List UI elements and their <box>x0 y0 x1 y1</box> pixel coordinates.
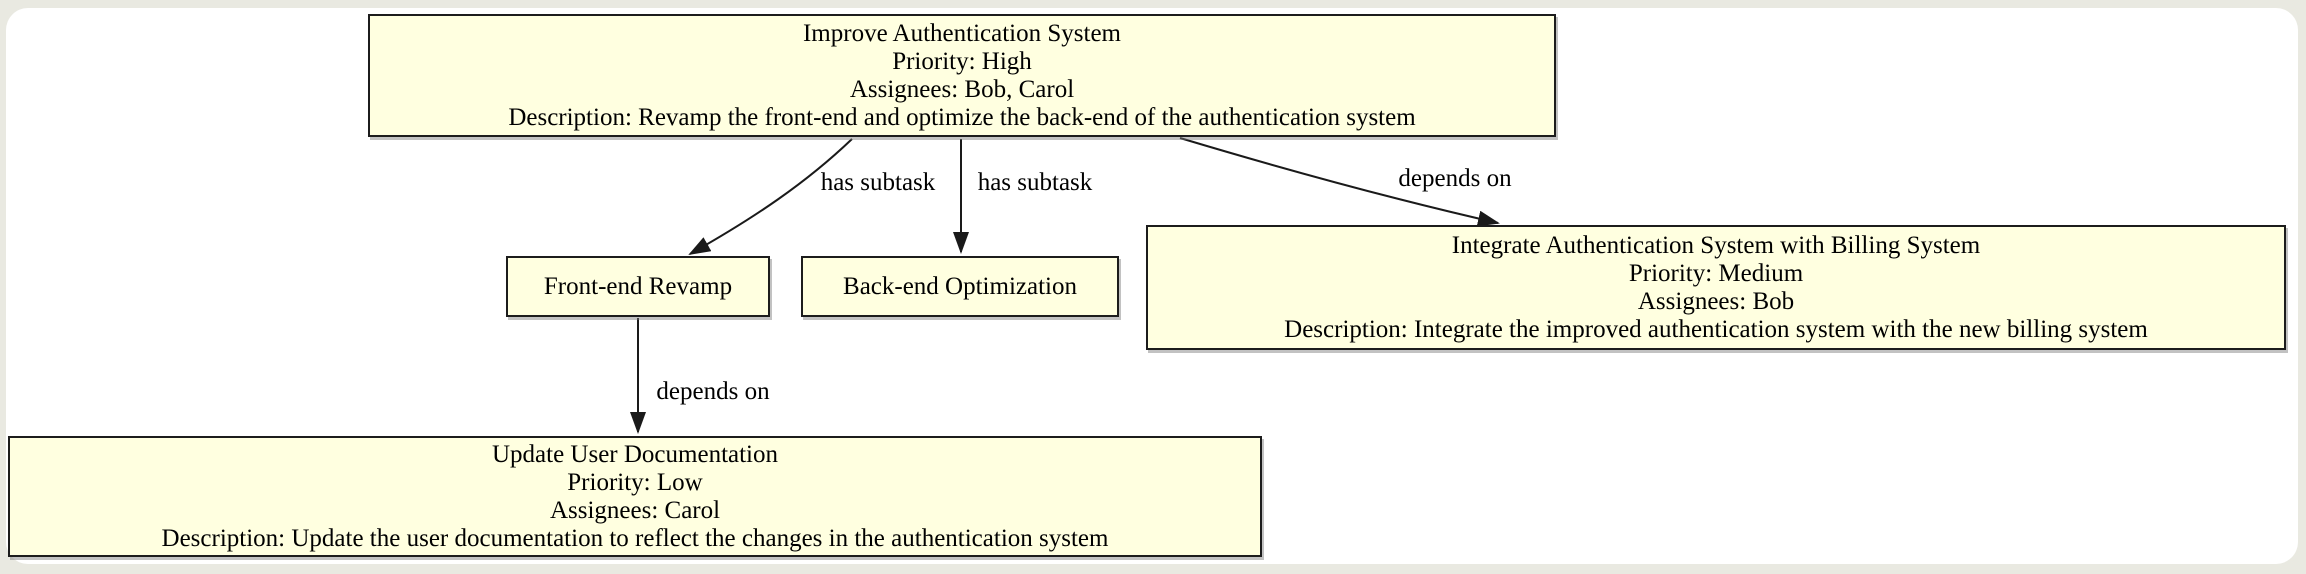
node-improve-authentication-system: Improve Authentication System Priority: … <box>368 14 1556 137</box>
node-description: Description: Update the user documentati… <box>161 524 1109 552</box>
node-frontend-revamp: Front-end Revamp <box>506 256 770 317</box>
node-assignees: Assignees: Bob <box>1637 287 1795 315</box>
node-priority: Priority: Medium <box>1628 259 1804 287</box>
node-title: Update User Documentation <box>491 440 779 468</box>
node-assignees: Assignees: Bob, Carol <box>849 75 1075 103</box>
node-priority: Priority: Low <box>567 468 703 496</box>
edge-label-depends-on-docs: depends on <box>656 378 770 405</box>
node-backend-optimization: Back-end Optimization <box>801 256 1119 317</box>
node-title: Integrate Authentication System with Bil… <box>1451 231 1981 259</box>
node-integrate-billing-system: Integrate Authentication System with Bil… <box>1146 225 2286 350</box>
node-update-user-documentation: Update User Documentation Priority: Low … <box>8 436 1262 557</box>
node-title: Front-end Revamp <box>543 272 733 300</box>
node-title: Back-end Optimization <box>843 272 1077 300</box>
node-description: Description: Revamp the front-end and op… <box>508 103 1416 131</box>
node-title: Improve Authentication System <box>802 19 1121 47</box>
node-description: Description: Integrate the improved auth… <box>1284 315 2148 343</box>
edge-label-has-subtask-frontend: has subtask <box>820 169 936 196</box>
node-priority: Priority: High <box>892 47 1032 75</box>
node-assignees: Assignees: Carol <box>549 496 721 524</box>
edge-label-has-subtask-backend: has subtask <box>977 169 1093 196</box>
edge-label-depends-on-integrate: depends on <box>1398 165 1512 192</box>
